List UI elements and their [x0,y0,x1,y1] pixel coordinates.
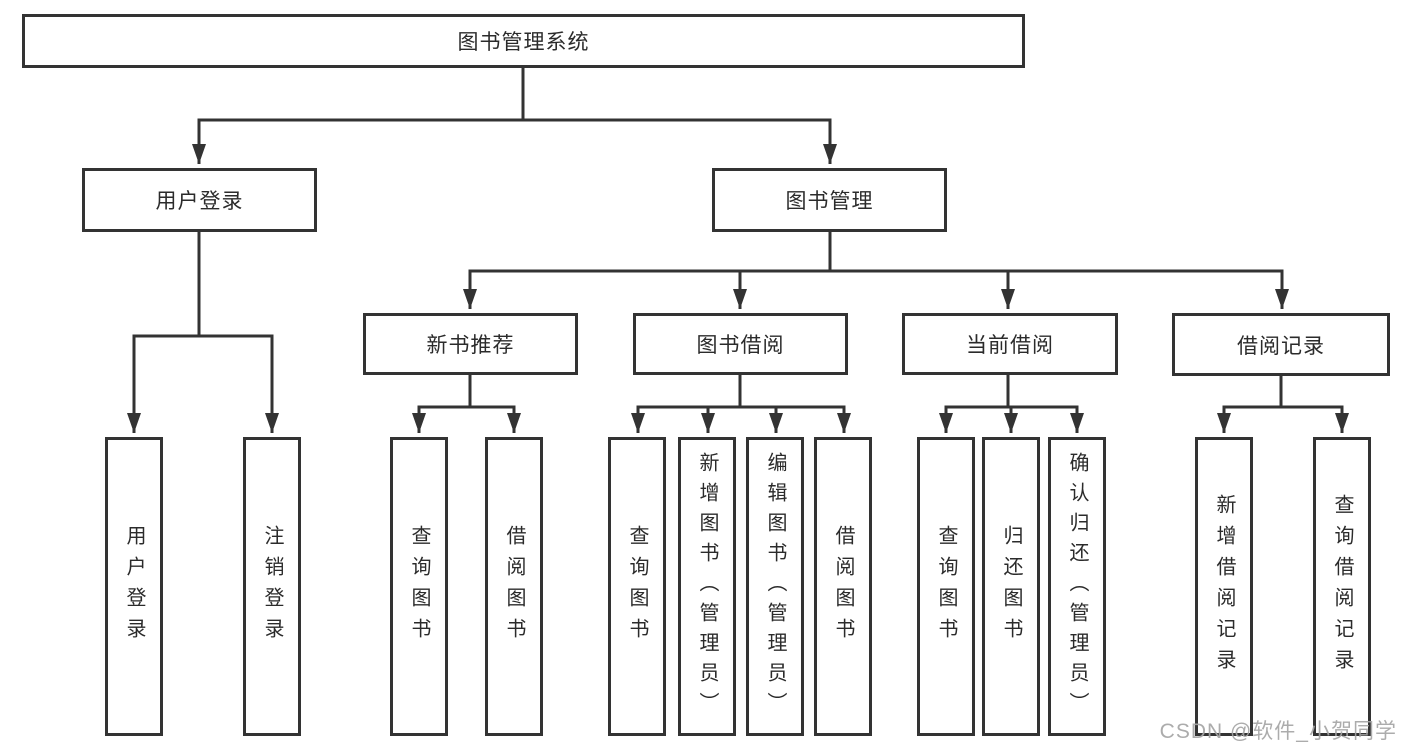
node-user-login-module: 用户登录 [82,168,317,232]
leaf-borrow-book-recommend: 借阅图书 [485,437,543,736]
node-label: 借阅图书 [832,524,854,649]
leaf-query-book-current: 查询图书 [917,437,975,736]
node-label: 图书管理系统 [457,31,590,54]
leaf-logout: 注销登录 [243,437,301,736]
node-label: 查询图书 [935,524,957,649]
node-label: 当前借阅 [966,334,1054,357]
node-label: 确认归还（管理员） [1066,451,1088,722]
leaf-query-borrow-record: 查询借阅记录 [1313,437,1371,736]
node-label: 归还图书 [1000,524,1022,649]
node-label: 用户登录 [155,190,244,213]
leaf-confirm-return-admin: 确认归还（管理员） [1048,437,1106,736]
watermark: CSDN @软件_小贺同学 [1159,720,1397,743]
node-label: 查询图书 [408,524,430,649]
leaf-edit-book-admin: 编辑图书（管理员） [746,437,804,736]
node-borrow-records: 借阅记录 [1172,313,1390,376]
leaf-user-login: 用户登录 [105,437,163,736]
node-label: 借阅记录 [1237,334,1325,358]
leaf-add-book-admin: 新增图书（管理员） [678,437,736,736]
node-label: 图书管理 [785,190,874,213]
node-label: 编辑图书（管理员） [764,451,786,722]
leaf-return-book: 归还图书 [982,437,1040,736]
node-label: 查询借阅记录 [1331,493,1353,680]
node-label: 注销登录 [261,524,283,649]
node-label: 新书推荐 [426,334,515,357]
node-book-borrow: 图书借阅 [633,313,848,375]
leaf-query-book-recommend: 查询图书 [390,437,448,736]
leaf-add-borrow-record: 新增借阅记录 [1195,437,1253,736]
node-label: 新增图书（管理员） [696,451,718,722]
leaf-query-book-borrow: 查询图书 [608,437,666,736]
leaf-borrow-book: 借阅图书 [814,437,872,736]
node-label: 用户登录 [123,524,145,649]
node-book-management-module: 图书管理 [712,168,947,232]
node-label: 图书借阅 [696,334,785,357]
node-label: 借阅图书 [503,524,525,649]
node-new-book-recommend: 新书推荐 [363,313,578,375]
node-root-library-system: 图书管理系统 [22,14,1025,68]
node-current-borrow: 当前借阅 [902,313,1118,375]
node-label: 新增借阅记录 [1213,493,1235,680]
node-label: 查询图书 [626,524,648,649]
